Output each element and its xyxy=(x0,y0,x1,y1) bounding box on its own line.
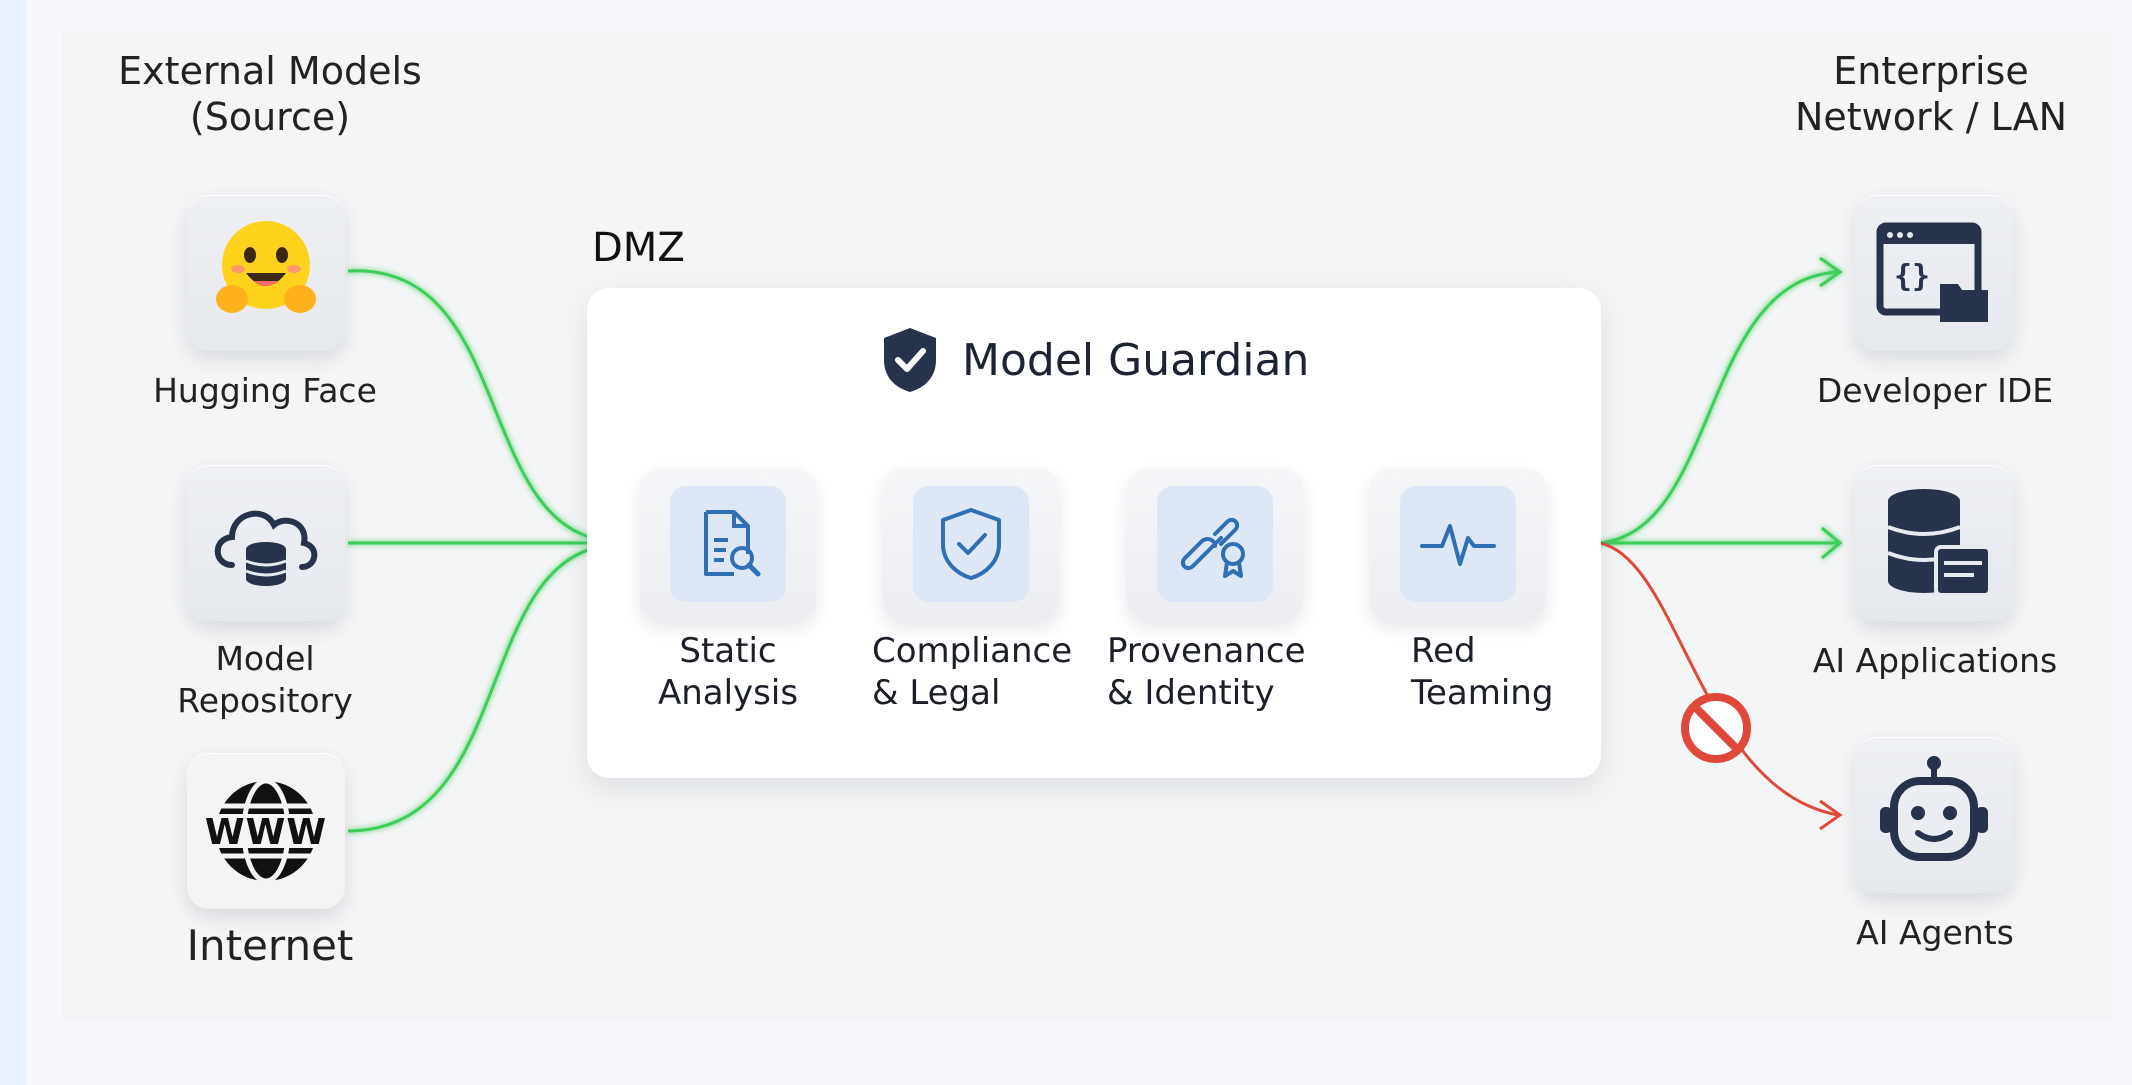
shield-check-icon xyxy=(884,328,936,392)
stage-label-static-analysis: Static Analysis xyxy=(657,631,799,713)
hugging-face-icon xyxy=(216,221,316,313)
stage-provenance-identity[interactable] xyxy=(1127,468,1303,620)
blocked-icon xyxy=(1681,693,1751,763)
stage-label-compliance-legal: Compliance & Legal xyxy=(872,631,1073,713)
pulse-icon xyxy=(1420,524,1496,566)
arrowhead-ai-agents xyxy=(1819,799,1843,831)
source-column-title: External Models (Source) xyxy=(118,49,422,139)
model-guardian-title: Model Guardian xyxy=(962,334,1310,386)
source-model-repository[interactable] xyxy=(187,465,345,621)
source-label-internet: Internet xyxy=(186,921,354,970)
robot-icon xyxy=(1880,756,1988,861)
dmz-label: DMZ xyxy=(592,225,685,271)
destination-ai-applications[interactable] xyxy=(1855,465,2013,621)
www-globe-icon: WWW xyxy=(203,778,329,884)
database-app-icon xyxy=(1887,489,1992,597)
destination-label-developer-ide: Developer IDE xyxy=(1816,371,2054,410)
arrowhead-ai-applications xyxy=(1821,526,1843,560)
model-guardian-header: Model Guardian xyxy=(880,320,1309,400)
left-rail xyxy=(0,0,26,1085)
stage-red-teaming[interactable] xyxy=(1370,468,1546,620)
cloud-database-icon xyxy=(214,510,318,586)
destination-developer-ide[interactable]: {} xyxy=(1855,195,2013,351)
flow-hugging-face xyxy=(347,269,621,544)
arrowhead-developer-ide xyxy=(1819,256,1843,288)
destination-ai-agents[interactable] xyxy=(1855,737,2013,893)
code-window-icon: {} xyxy=(1876,222,1988,322)
svg-text:{}: {} xyxy=(1894,259,1930,294)
destination-label-ai-applications: AI Applications xyxy=(1812,641,2058,680)
shield-check-icon xyxy=(941,508,1001,580)
stage-compliance-legal[interactable] xyxy=(883,468,1059,620)
svg-text:WWW: WWW xyxy=(205,812,327,853)
flow-out-developer-ide xyxy=(1599,270,1839,545)
source-label-model-repository: Model Repository xyxy=(177,639,353,720)
stage-static-analysis[interactable] xyxy=(640,468,816,620)
document-search-icon xyxy=(704,510,761,577)
stage-label-provenance-identity: Provenance & Identity xyxy=(1107,631,1306,713)
link-badge-icon xyxy=(1180,517,1245,578)
destination-label-ai-agents: AI Agents xyxy=(1856,913,2014,952)
flow-internet xyxy=(347,542,621,833)
source-internet[interactable]: WWW xyxy=(187,753,345,909)
stage-label-red-teaming: Red Teaming xyxy=(1411,631,1554,713)
target-column-title: Enterprise Network / LAN xyxy=(1794,49,2068,139)
source-label-hugging-face: Hugging Face xyxy=(153,371,377,410)
flow-out-ai-agents-blocked xyxy=(1599,541,1839,817)
source-hugging-face[interactable] xyxy=(187,195,345,351)
